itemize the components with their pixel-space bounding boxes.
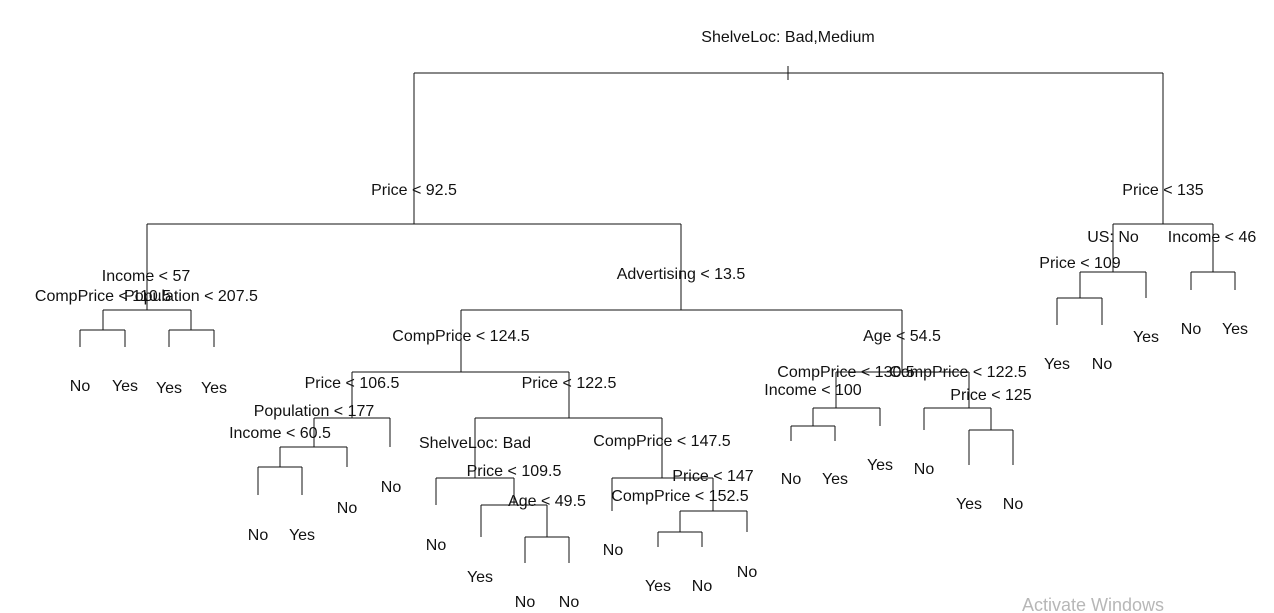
split-label-price-1065: Price < 106.5	[305, 375, 400, 392]
compprice-1105-branch	[79, 329, 126, 347]
leaf-label: Yes	[956, 496, 982, 513]
leaf-label: No	[781, 471, 802, 488]
leaf-label: Yes	[822, 471, 848, 488]
split-label-age-495: Age < 49.5	[508, 493, 586, 510]
price-925-branch	[146, 223, 682, 310]
leaf-label: No	[559, 594, 580, 611]
split-label-compprice-1475: CompPrice < 147.5	[593, 433, 731, 450]
leaf-label: Yes	[201, 380, 227, 397]
split-label-population-2075: Population < 207.5	[124, 288, 258, 305]
tree-edges	[79, 66, 1236, 563]
leaf-label: Yes	[156, 380, 182, 397]
leaf-label: No	[603, 542, 624, 559]
leaf-label: No	[1003, 496, 1024, 513]
leaf-label: No	[737, 564, 758, 581]
income-605-branch	[257, 466, 303, 495]
compprice-1525-branch	[657, 531, 703, 547]
leaf-label: No	[248, 527, 269, 544]
split-label-income-605: Income < 60.5	[229, 425, 331, 442]
split-label-price-125: Price < 125	[950, 387, 1031, 404]
split-label-price-1225: Price < 122.5	[522, 375, 617, 392]
leaf-label: Yes	[867, 457, 893, 474]
price-1225-branch	[474, 417, 663, 478]
shelveloc-bad-branch	[435, 477, 515, 505]
price-135-branch	[1112, 223, 1214, 272]
population-2075-branch	[168, 329, 215, 347]
price-1095-branch	[480, 504, 548, 537]
split-label-compprice-1305: CompPrice < 130.5	[777, 364, 915, 381]
split-label-price-109: Price < 109	[1039, 255, 1120, 272]
leaf-label: Yes	[112, 378, 138, 395]
leaf-label: No	[381, 479, 402, 496]
compprice-1245-branch	[351, 371, 570, 418]
population-177-branch	[279, 446, 348, 467]
leaf-label: Yes	[1133, 329, 1159, 346]
root-branch	[413, 66, 1164, 224]
leaf-label: No	[692, 578, 713, 595]
split-label-price-135: Price < 135	[1122, 182, 1203, 199]
leaf-label: No	[426, 537, 447, 554]
leaf-label: Yes	[1222, 321, 1248, 338]
split-label-compprice-1225: CompPrice < 122.5	[889, 364, 1027, 381]
advertising-135-branch	[460, 309, 903, 372]
split-label-us-no: US: No	[1087, 229, 1139, 246]
leaf-label: Yes	[645, 578, 671, 595]
split-label-price-925: Price < 92.5	[371, 182, 457, 199]
split-label-population-177: Population < 177	[254, 403, 375, 420]
leaf-label: No	[515, 594, 536, 611]
split-label-shelveloc-bad: ShelveLoc: Bad	[419, 435, 531, 452]
leaf-label: Yes	[1044, 356, 1070, 373]
split-label-advertising-135: Advertising < 13.5	[617, 266, 746, 283]
split-label-price-1095: Price < 109.5	[467, 463, 562, 480]
income-57-branch	[102, 309, 192, 330]
price-109-branch	[1056, 297, 1103, 325]
split-label-price-147: Price < 147	[672, 468, 753, 485]
split-label-income-46: Income < 46	[1168, 229, 1257, 246]
split-label-compprice-1245: CompPrice < 124.5	[392, 328, 530, 345]
us-no-branch	[1079, 271, 1147, 298]
age-545-branch	[835, 371, 970, 408]
income-100-branch	[790, 425, 836, 441]
income-46-branch	[1190, 271, 1236, 290]
split-labels: ShelveLoc: Bad,Medium Price < 92.5 Price…	[35, 29, 1256, 510]
leaf-labels: No Yes Yes Yes No Yes No No No Yes No No…	[70, 321, 1248, 611]
split-label-compprice-1525: CompPrice < 152.5	[611, 488, 749, 505]
leaf-label: No	[1092, 356, 1113, 373]
split-label-root: ShelveLoc: Bad,Medium	[701, 29, 874, 46]
leaf-label: No	[1181, 321, 1202, 338]
compprice-1305-branch	[812, 407, 881, 426]
leaf-label: No	[337, 500, 358, 517]
price-147-branch	[679, 510, 748, 532]
split-label-age-545: Age < 54.5	[863, 328, 941, 345]
leaf-label: No	[70, 378, 91, 395]
activate-windows-watermark: Activate Windows	[1022, 595, 1164, 613]
leaf-label: Yes	[467, 569, 493, 586]
price-1065-branch	[313, 417, 391, 447]
compprice-1475-branch	[611, 477, 714, 511]
compprice-1225-branch	[923, 407, 992, 430]
leaf-label: Yes	[289, 527, 315, 544]
split-label-compprice-1105: CompPrice < 110.5	[35, 288, 171, 305]
price-125-branch	[968, 429, 1014, 465]
split-label-income-100: Income < 100	[764, 382, 862, 399]
age-495-branch	[524, 536, 570, 563]
split-label-income-57: Income < 57	[102, 268, 191, 285]
leaf-label: No	[914, 461, 935, 478]
